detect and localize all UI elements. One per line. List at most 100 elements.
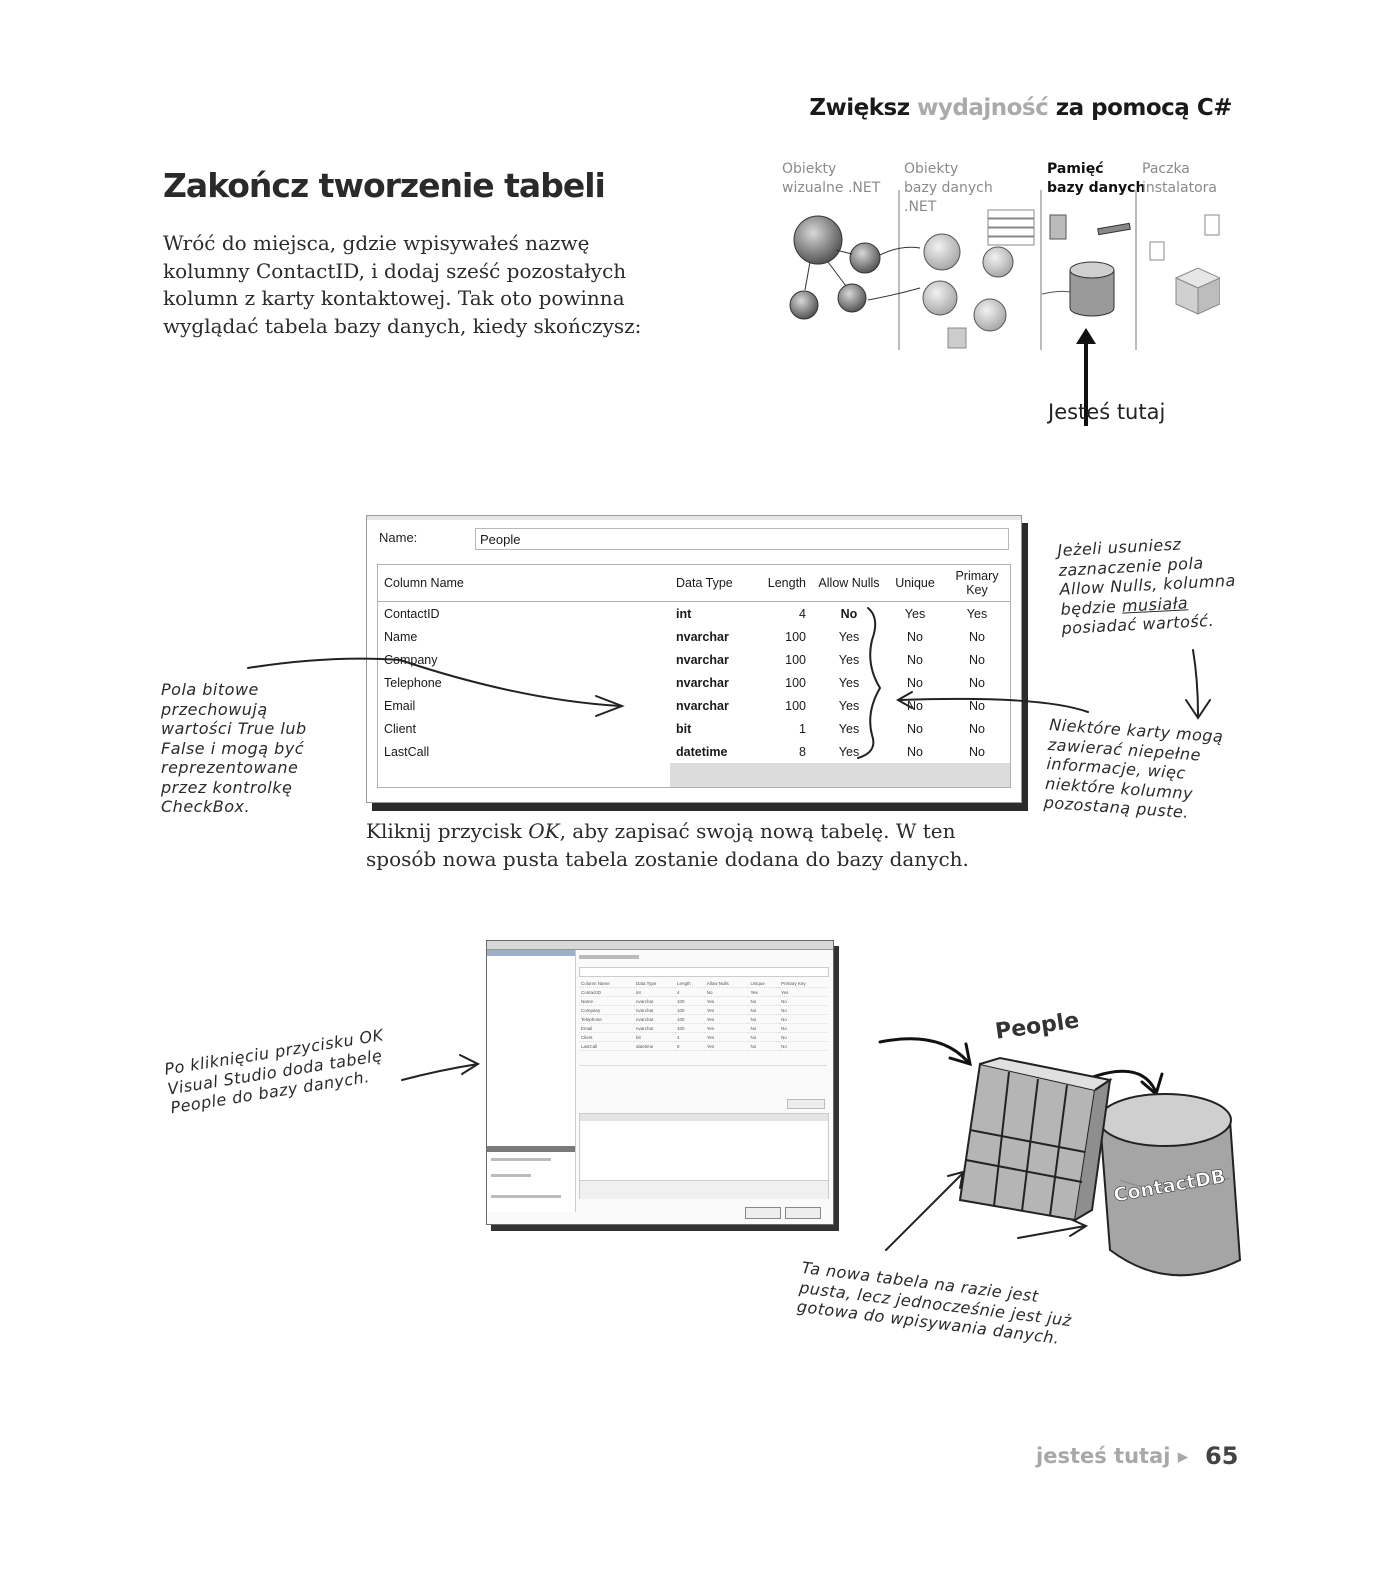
nulls-arrowhead bbox=[1185, 699, 1211, 720]
installer-icon bbox=[1149, 214, 1220, 315]
cell-unique: No bbox=[907, 629, 923, 644]
dialog-mini-cell: Yes bbox=[704, 996, 749, 1006]
cell-unique: No bbox=[907, 744, 923, 759]
cell-allow-nulls: Yes bbox=[838, 721, 860, 736]
dialog-mini-cell: 4 bbox=[674, 987, 705, 997]
caption-text: , aby zapisać swoją nową tabelę. W ten s… bbox=[366, 819, 969, 871]
cell-length: 100 bbox=[785, 652, 806, 667]
new-row-placeholder[interactable] bbox=[378, 763, 1011, 788]
cell-data-type: nvarchar bbox=[676, 675, 729, 690]
cell-column-name: Telephone bbox=[384, 675, 442, 690]
cell-column-name: ContactID bbox=[384, 606, 440, 621]
dialog-mini-cell: Company bbox=[579, 1005, 634, 1015]
nav-col-line: Obiekty bbox=[904, 161, 959, 177]
dialog-mini-cell: nvarchar bbox=[633, 1014, 675, 1024]
caption-ok-italic: OK bbox=[528, 819, 560, 843]
dialog-mini-cell: No bbox=[779, 1032, 827, 1042]
dialog-mini-cell: No bbox=[748, 1041, 780, 1051]
into-db-arrow bbox=[1088, 1069, 1157, 1092]
dialog-mini-cell: Telephone bbox=[579, 1014, 634, 1024]
dialog-divider bbox=[579, 1065, 827, 1066]
dialog-mini-cell: Yes bbox=[704, 1032, 749, 1042]
cell-primary-key: No bbox=[969, 629, 985, 644]
dialog-mini-cell: Unique bbox=[748, 979, 780, 988]
into-table-arrowhead bbox=[948, 1042, 972, 1067]
dialog-mini-cell: Data Type bbox=[633, 979, 675, 988]
cell-length: 100 bbox=[785, 698, 806, 713]
cell-data-type: nvarchar bbox=[676, 652, 729, 667]
dialog-mini-cell: Yes bbox=[704, 1005, 749, 1015]
you-are-here-diagram: Obiekty wizualne .NET Obiekty bazy danyc… bbox=[780, 160, 1220, 430]
you-are-here-arrow bbox=[1076, 328, 1096, 426]
bit-arrow bbox=[247, 657, 621, 707]
nav-illustration bbox=[789, 209, 1220, 349]
dialog-mini-cell: Email bbox=[579, 1023, 634, 1033]
dialog-left-pane bbox=[487, 950, 576, 1212]
cell-column-name: LastCall bbox=[384, 744, 430, 759]
dialog-text-line bbox=[491, 1158, 551, 1161]
database-icon bbox=[1041, 214, 1131, 317]
dialog-mini-cell: No bbox=[748, 1023, 780, 1033]
nav-divider bbox=[898, 190, 900, 350]
dialog-mini-cell: No bbox=[748, 1014, 780, 1024]
dialog-mini-cell: Client bbox=[579, 1032, 634, 1042]
dialog-mini-cell: 100 bbox=[674, 1014, 705, 1024]
cell-unique: No bbox=[907, 721, 923, 736]
nav-divider bbox=[1135, 190, 1137, 350]
dialog-mini-cell: datetime bbox=[633, 1041, 675, 1051]
people-table-icon bbox=[958, 1056, 1113, 1222]
nav-col-line: bazy danych bbox=[1047, 180, 1146, 196]
dialog-mini-cell: bit bbox=[633, 1032, 675, 1042]
cell-primary-key: No bbox=[969, 652, 985, 667]
cell-allow-nulls: Yes bbox=[838, 652, 860, 667]
nav-col-visual: Obiekty wizualne .NET bbox=[782, 160, 880, 198]
table-name-input[interactable]: People bbox=[475, 528, 1009, 550]
dialog-properties-header bbox=[580, 1114, 828, 1121]
cell-data-type: datetime bbox=[676, 744, 728, 759]
dialog-mini-cell: 100 bbox=[674, 1023, 705, 1033]
dialog-mini-cell: Length bbox=[674, 979, 705, 988]
dialog-mini-cell: Yes bbox=[748, 987, 780, 997]
cell-allow-nulls: Yes bbox=[838, 675, 860, 690]
note-allow-nulls: Jeżeli usuniesz zaznaczenie pola Allow N… bbox=[1057, 531, 1257, 639]
dialog-mini-cell: int bbox=[633, 987, 675, 997]
dialog-mini-cell: Yes bbox=[704, 1023, 749, 1033]
running-header: Zwiększ wydajność za pomocą C# bbox=[809, 95, 1232, 121]
nulls-brace bbox=[857, 607, 882, 759]
nav-col-line: wizualne .NET bbox=[782, 180, 881, 196]
header-allow-nulls: Allow Nulls bbox=[812, 564, 886, 602]
empty-arrowhead bbox=[947, 1170, 965, 1189]
cell-length: 8 bbox=[799, 744, 806, 759]
header-unique: Unique bbox=[886, 564, 944, 602]
dialog-text-line bbox=[491, 1174, 531, 1177]
dialog-mini-cell: nvarchar bbox=[633, 1023, 675, 1033]
cell-column-name: Name bbox=[384, 629, 418, 644]
dialog-mini-cell: Allow Nulls bbox=[704, 979, 749, 988]
dialog-mini-cell: Name bbox=[579, 996, 634, 1006]
dialog-mini-cell: 8 bbox=[674, 1041, 705, 1051]
empty-cell-shaded bbox=[670, 763, 1011, 788]
dialog-mini-cell: nvarchar bbox=[633, 1005, 675, 1015]
dialog-delete-button bbox=[787, 1099, 825, 1109]
dialog-title-bar bbox=[487, 941, 833, 950]
cell-unique: Yes bbox=[904, 606, 926, 621]
page-number: 65 bbox=[1205, 1442, 1239, 1470]
header-data-type: Data Type bbox=[670, 564, 760, 602]
cell-unique: No bbox=[907, 698, 923, 713]
running-header-part1: Zwiększ bbox=[809, 95, 918, 121]
visual-objects-icon bbox=[789, 215, 921, 320]
table-designer-screenshot: Name: People Column Name Data Type Lengt… bbox=[366, 515, 1022, 803]
table-name-label: Name: bbox=[379, 530, 418, 545]
dialog-mini-cell: No bbox=[779, 996, 827, 1006]
dialog-mini-cell: ContactID bbox=[579, 987, 634, 997]
